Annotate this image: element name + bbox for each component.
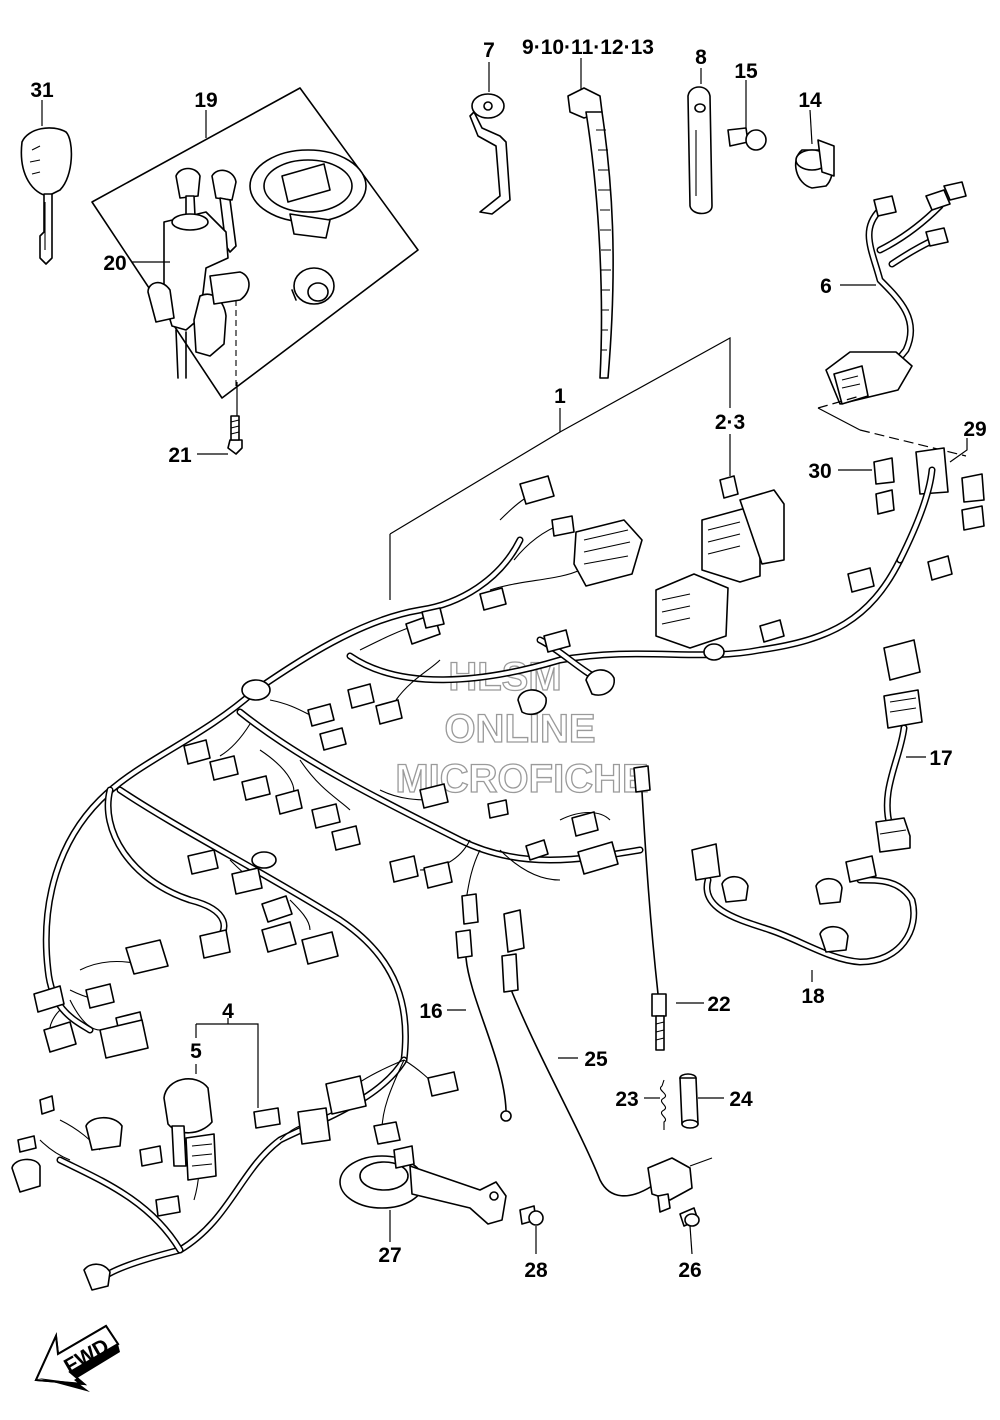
screw-part-15	[727, 127, 767, 151]
sub-harness-part-18	[691, 843, 918, 966]
cable-tie-parts-9-13	[567, 87, 614, 379]
label-18: 18	[801, 985, 825, 1008]
label-9-13: 9·10·11·12·13	[522, 36, 654, 59]
bolt-part-21	[227, 415, 243, 455]
label-8: 8	[695, 46, 707, 69]
screw-part-26	[679, 1207, 700, 1227]
bracket-part-7	[469, 93, 511, 215]
horn-part-27	[339, 1145, 507, 1225]
label-27: 27	[378, 1244, 401, 1267]
label-29: 29	[963, 418, 986, 441]
part-labels: 31 19 20 21 7 9·10·11·12·13 8 15 14 6 1 …	[30, 36, 986, 1282]
sub-harness-part-17	[875, 689, 923, 853]
dashed-link-6-29	[817, 395, 967, 457]
label-5: 5	[190, 1040, 202, 1063]
label-25: 25	[584, 1048, 608, 1071]
label-15: 15	[734, 60, 758, 83]
sub-harness-part-6	[825, 181, 967, 405]
label-6: 6	[820, 275, 832, 298]
lock-set-box-part-19	[91, 87, 419, 399]
label-7: 7	[483, 39, 495, 62]
sleeve-part-24	[679, 1073, 699, 1129]
watermark-line2: ONLINE	[444, 707, 595, 751]
label-23: 23	[615, 1088, 638, 1111]
cover-part-5	[163, 1078, 213, 1167]
label-14: 14	[798, 89, 822, 112]
label-30: 30	[808, 460, 831, 483]
main-harness-part-1	[39, 466, 936, 1284]
key-part-31	[20, 127, 73, 265]
label-17: 17	[929, 747, 952, 770]
switch-part-25	[501, 909, 713, 1213]
screw-part-28	[519, 1205, 544, 1226]
label-22: 22	[707, 993, 730, 1016]
fuse-box-part-2-3	[655, 475, 785, 649]
label-24: 24	[729, 1088, 753, 1111]
forward-arrow: FWD	[34, 1324, 120, 1392]
leader-lines	[41, 58, 968, 1255]
lead-part-16	[455, 893, 512, 1122]
label-31: 31	[30, 79, 54, 102]
label-28: 28	[524, 1259, 548, 1282]
clamp-part-8	[687, 86, 713, 215]
sensor-part-22	[633, 765, 667, 1051]
label-26: 26	[678, 1259, 701, 1282]
label-20: 20	[103, 252, 126, 275]
label-19: 19	[194, 89, 217, 112]
label-1: 1	[554, 385, 566, 408]
label-16: 16	[419, 1000, 442, 1023]
label-21: 21	[168, 444, 192, 467]
label-4: 4	[222, 1000, 234, 1023]
label-2-3: 2·3	[715, 411, 745, 434]
clamp-part-14	[794, 139, 835, 189]
harness-connectors	[11, 475, 985, 1291]
spring-part-23	[660, 1079, 666, 1130]
